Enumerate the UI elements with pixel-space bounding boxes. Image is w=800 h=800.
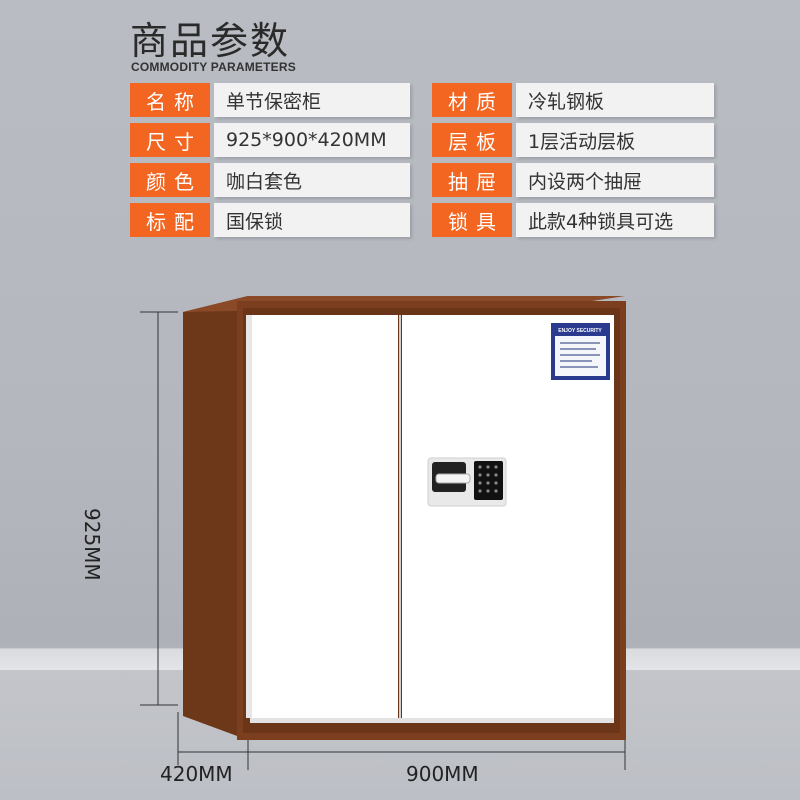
- page-title: 商品参数: [130, 19, 291, 63]
- param-value: 咖白套色: [214, 163, 410, 197]
- param-label: 尺寸: [130, 123, 210, 157]
- param-value: 此款4种锁具可选: [516, 203, 714, 237]
- keypad-lock-icon: [427, 457, 507, 507]
- param-value: 内设两个抽屉: [516, 163, 714, 197]
- param-label: 锁具: [432, 203, 512, 237]
- param-value: 国保锁: [214, 203, 410, 237]
- page-subtitle: COMMODITY PARAMETERS: [131, 60, 296, 74]
- param-row-standard: 标配 国保锁: [130, 203, 410, 237]
- param-row-name: 名称 单节保密柜: [130, 83, 410, 117]
- cabinet-side: [183, 296, 248, 740]
- param-row-lock: 锁具 此款4种锁具可选: [432, 203, 714, 237]
- param-label: 抽屉: [432, 163, 512, 197]
- param-row-drawer: 抽屉 内设两个抽屉: [432, 163, 714, 197]
- sticker-brand: ENJOY SECURITY: [558, 328, 602, 334]
- dimension-lines: [140, 311, 626, 770]
- param-value: 冷轧钢板: [516, 83, 714, 117]
- right-door: [402, 315, 614, 718]
- param-label: 标配: [130, 203, 210, 237]
- height-dimension: 925MM: [80, 508, 104, 581]
- param-value: 925*900*420MM: [214, 123, 410, 157]
- depth-dimension: 420MM: [160, 762, 233, 786]
- param-row-material: 材质 冷轧钢板: [432, 83, 714, 117]
- param-label: 层板: [432, 123, 512, 157]
- width-dimension: 900MM: [406, 762, 479, 786]
- param-label: 颜色: [130, 163, 210, 197]
- param-row-shelf: 层板 1层活动层板: [432, 123, 714, 157]
- param-value: 单节保密柜: [214, 83, 410, 117]
- param-value: 1层活动层板: [516, 123, 714, 157]
- param-label: 材质: [432, 83, 512, 117]
- left-door: [250, 315, 398, 718]
- param-label: 名称: [130, 83, 210, 117]
- param-row-size: 尺寸 925*900*420MM: [130, 123, 410, 157]
- param-row-color: 颜色 咖白套色: [130, 163, 410, 197]
